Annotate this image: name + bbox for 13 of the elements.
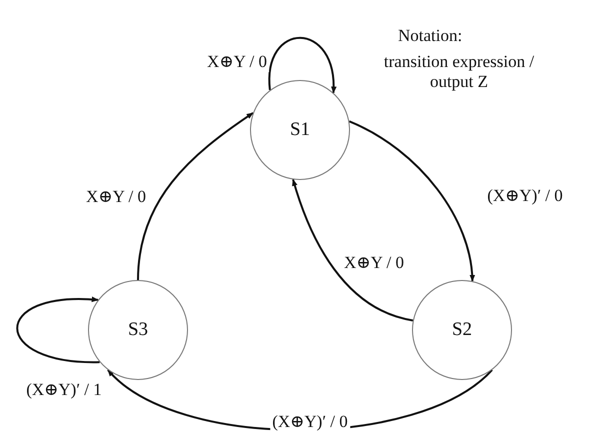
notation-note: transition expression / output Z <box>382 52 536 92</box>
transition-arrow <box>348 120 475 282</box>
edge-label: (X⊕Y)′ / 1 <box>24 380 104 400</box>
state-name: S2 <box>452 319 472 341</box>
notation-note: Notation: <box>398 26 464 46</box>
edge-label: (X⊕Y)′ / 0 <box>270 412 350 432</box>
edge-label: (X⊕Y)′ / 0 <box>485 186 565 206</box>
transition-arrow <box>137 112 254 280</box>
transition-arrow <box>292 178 414 322</box>
state-name: S1 <box>290 119 310 141</box>
state-name: S3 <box>128 319 148 341</box>
transition-arrow <box>268 36 336 94</box>
transition-arrow <box>16 296 100 364</box>
